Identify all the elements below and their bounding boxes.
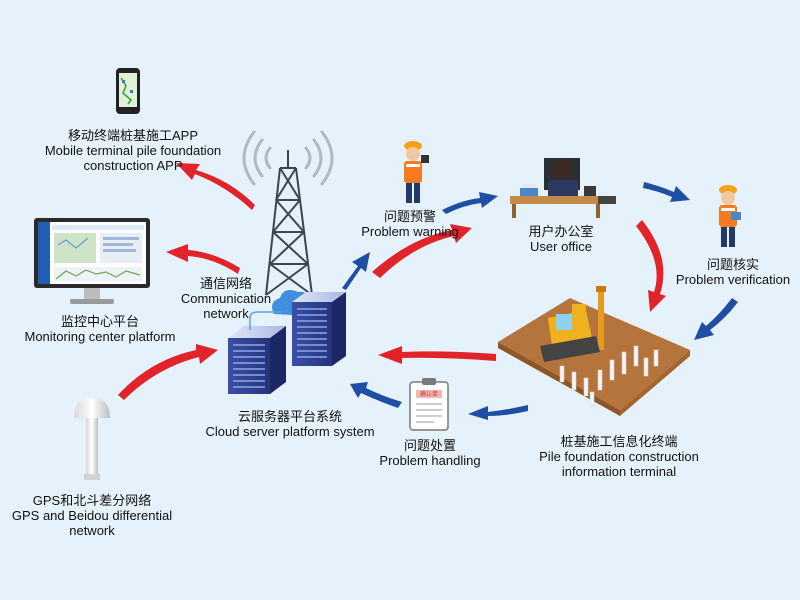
server-icon bbox=[292, 292, 346, 366]
label-pile-terminal-en1: Pile foundation construction bbox=[539, 449, 699, 464]
red-arrow-site-to-server bbox=[378, 346, 496, 364]
drill-rig-icon bbox=[498, 286, 690, 416]
label-communication-zh: 通信网络 bbox=[199, 276, 252, 291]
tower-icon bbox=[265, 150, 313, 296]
label-gps-en2: network bbox=[69, 523, 115, 538]
label-problem-handling-zh: 问题处置 bbox=[403, 438, 456, 453]
label-problem-warning-zh: 问题预警 bbox=[383, 209, 436, 224]
label-monitoring-en1: Monitoring center platform bbox=[24, 329, 176, 344]
server-link-line bbox=[249, 311, 282, 330]
label-communication-en2: network bbox=[203, 306, 249, 321]
label-user-office-zh: 用户办公室 bbox=[528, 224, 594, 239]
red-arrows bbox=[118, 163, 666, 400]
blue-arrow-server-to-tower bbox=[342, 252, 370, 290]
desk-icon bbox=[510, 158, 616, 218]
label-mobile-app-en2: construction APP bbox=[83, 158, 183, 173]
label-cloud-en1: Cloud server platform system bbox=[205, 424, 375, 439]
label-pile-terminal: 桩基施工信息化终端 Pile foundation construction i… bbox=[514, 434, 724, 479]
clipboard-text: 确认单 bbox=[420, 390, 438, 398]
blue-arrows bbox=[342, 182, 738, 420]
blue-arrow-site-to-handling bbox=[468, 405, 528, 420]
label-problem-handling: 问题处置 Problem handling bbox=[368, 438, 492, 468]
blue-arrow-warning-to-office bbox=[442, 192, 498, 214]
label-user-office: 用户办公室 User office bbox=[506, 224, 616, 254]
label-gps: GPS和北斗差分网络 GPS and Beidou differential n… bbox=[0, 493, 184, 538]
label-pile-terminal-zh: 桩基施工信息化终端 bbox=[560, 434, 678, 449]
label-communication-en1: Communication bbox=[180, 291, 272, 306]
monitor-icon bbox=[34, 218, 150, 304]
label-mobile-app: 移动终端桩基施工APP Mobile terminal pile foundat… bbox=[18, 128, 248, 173]
label-monitoring: 监控中心平台 Monitoring center platform bbox=[0, 314, 200, 344]
red-arrow-tower-to-monitor bbox=[166, 244, 240, 274]
label-monitoring-zh: 监控中心平台 bbox=[60, 314, 139, 329]
label-gps-en1: GPS and Beidou differential bbox=[11, 508, 173, 523]
blue-arrow-handling-to-server bbox=[350, 382, 402, 408]
label-problem-verification-en1: Problem verification bbox=[675, 272, 791, 287]
gps-antenna-icon bbox=[74, 398, 110, 480]
label-communication: 通信网络 Communication network bbox=[166, 276, 286, 321]
blue-arrow-verify-to-site bbox=[694, 298, 738, 340]
label-mobile-app-zh: 移动终端桩基施工APP bbox=[67, 128, 198, 143]
label-problem-handling-en1: Problem handling bbox=[379, 453, 481, 468]
clipboard-icon: 确认单 bbox=[409, 378, 449, 431]
label-problem-warning-en1: Problem warning bbox=[361, 224, 459, 239]
label-mobile-app-en1: Mobile terminal pile foundation bbox=[44, 143, 222, 158]
label-pile-terminal-en2: information terminal bbox=[561, 464, 677, 479]
label-problem-verification-zh: 问题核实 bbox=[706, 257, 759, 272]
blue-arrow-office-to-verify bbox=[643, 182, 690, 202]
label-gps-zh: GPS和北斗差分网络 bbox=[32, 493, 152, 508]
server-icon bbox=[228, 326, 286, 394]
label-cloud: 云服务器平台系统 Cloud server platform system bbox=[190, 409, 390, 439]
label-problem-warning: 问题预警 Problem warning bbox=[350, 209, 470, 239]
red-arrow-tower-to-app bbox=[176, 163, 255, 210]
red-arrow-gps-to-monitor bbox=[118, 344, 218, 400]
red-arrow-server-to-warning bbox=[372, 224, 472, 278]
label-user-office-en1: User office bbox=[530, 239, 592, 254]
red-arrow-office-to-site bbox=[636, 220, 666, 312]
phone-icon bbox=[116, 68, 140, 114]
worker-icon bbox=[404, 141, 429, 203]
label-cloud-zh: 云服务器平台系统 bbox=[237, 409, 342, 424]
label-problem-verification: 问题核实 Problem verification bbox=[670, 257, 796, 287]
wifi-icon bbox=[242, 130, 334, 186]
worker-icon bbox=[719, 185, 741, 247]
